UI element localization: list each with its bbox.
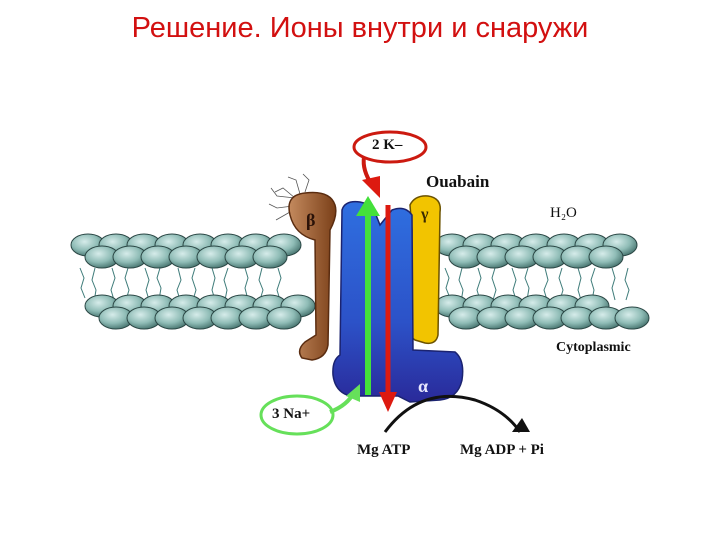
- page-title: Решение. Ионы внутри и снаружи: [131, 12, 589, 44]
- membrane-bilayer-right: [434, 233, 650, 330]
- membrane-bilayer-left: [70, 233, 316, 330]
- lipid-tails: [79, 267, 630, 303]
- beta-subunit: [288, 191, 337, 361]
- sodium-oval: [259, 394, 335, 436]
- sodium-label: 3 Na+: [272, 406, 311, 422]
- potassium-oval: [352, 130, 428, 164]
- ouabain-label: Ouabain: [426, 172, 490, 191]
- atp-hydrolysis-arc: [383, 394, 522, 433]
- beta-label: β: [306, 210, 316, 230]
- potassium-label: 2 K–: [372, 137, 403, 153]
- alpha-label: α: [418, 376, 429, 396]
- sodium-arrowhead: [356, 196, 380, 216]
- water-label: H₂O: [550, 205, 577, 221]
- mg-adp-label: Mg ADP + Pi: [460, 442, 544, 458]
- mg-atp-label: Mg ATP: [357, 442, 411, 458]
- beta-glycan-chains: [268, 173, 310, 221]
- cytoplasmic-label: Cytoplasmic: [556, 340, 631, 355]
- potassium-arrowhead: [379, 392, 397, 412]
- gamma-label: γ: [421, 206, 429, 223]
